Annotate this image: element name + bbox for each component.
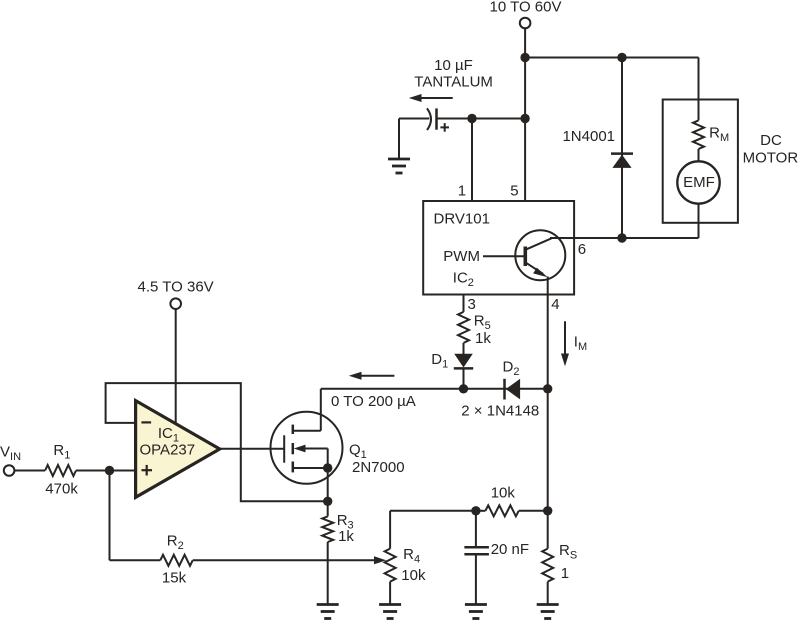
svg-text:10k: 10k <box>401 567 426 584</box>
svg-text:1: 1 <box>561 565 569 582</box>
svg-text:OPA237: OPA237 <box>140 442 196 459</box>
svg-text:RM: RM <box>709 124 729 144</box>
svg-text:1k: 1k <box>475 330 491 347</box>
svg-text:10 µF: 10 µF <box>434 57 473 74</box>
svg-text:2 × 1N4148: 2 × 1N4148 <box>461 402 539 419</box>
svg-text:470k: 470k <box>45 481 78 498</box>
svg-text:DRV101: DRV101 <box>434 211 490 228</box>
svg-text:IC2: IC2 <box>453 269 474 289</box>
svg-text:R2: R2 <box>167 533 184 553</box>
svg-text:DC: DC <box>760 132 782 149</box>
svg-text:RS: RS <box>559 542 577 562</box>
svg-text:3: 3 <box>468 296 476 313</box>
svg-text:15k: 15k <box>162 570 187 587</box>
svg-text:D1: D1 <box>431 351 448 371</box>
svg-text:1N4001: 1N4001 <box>562 128 615 145</box>
svg-text:TANTALUM: TANTALUM <box>414 74 493 91</box>
svg-text:4.5 TO 36V: 4.5 TO 36V <box>138 278 214 295</box>
svg-text:20 nF: 20 nF <box>491 541 529 558</box>
svg-text:6: 6 <box>578 241 586 258</box>
svg-text:IM: IM <box>574 334 587 354</box>
svg-text:D2: D2 <box>503 359 520 379</box>
svg-text:1k: 1k <box>338 528 354 545</box>
svg-text:10 TO 60V: 10 TO 60V <box>490 0 562 15</box>
svg-text:5: 5 <box>510 182 518 199</box>
svg-text:10k: 10k <box>491 484 516 501</box>
svg-text:R1: R1 <box>53 442 70 462</box>
svg-text:VIN: VIN <box>0 444 21 464</box>
svg-text:2N7000: 2N7000 <box>352 459 405 476</box>
svg-text:EMF: EMF <box>683 174 715 191</box>
svg-text:MOTOR: MOTOR <box>743 149 799 166</box>
svg-text:1: 1 <box>458 182 466 199</box>
svg-text:0 TO 200 µA: 0 TO 200 µA <box>331 393 416 410</box>
svg-text:PWM: PWM <box>443 248 480 265</box>
svg-text:4: 4 <box>551 296 559 313</box>
svg-text:R4: R4 <box>403 546 420 566</box>
